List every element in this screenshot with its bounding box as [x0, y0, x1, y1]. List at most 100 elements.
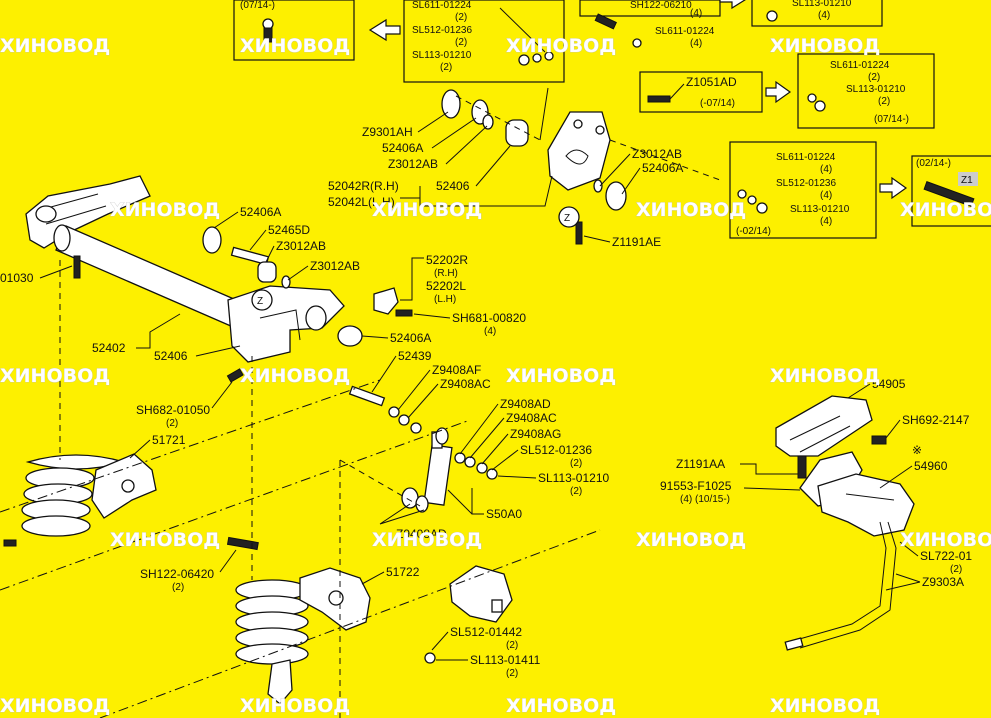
- axle-beam-52402[interactable]: Z: [25, 175, 345, 363]
- label-sl113-01411: SL113-01411: [470, 653, 541, 667]
- watermark: ХИНОВОД: [506, 35, 616, 57]
- watermark: ХИНОВОД: [636, 199, 746, 221]
- label-52042l: 52042L(L.H): [328, 195, 395, 209]
- box-top-far-right[interactable]: SL113-01210 (4): [751, 0, 883, 27]
- label-z1191aa: Z1191AA: [676, 457, 725, 471]
- watermark: ХИНОВОД: [372, 199, 482, 221]
- bushing-set-left[interactable]: [202, 226, 363, 347]
- box-text: SH122-06210: [630, 0, 692, 11]
- box-text: Z1051AD: [686, 75, 737, 89]
- watermark: ХИНОВОД: [240, 35, 350, 57]
- label-sh682-01050: SH682-01050: [136, 403, 210, 417]
- box-text: SL113-01210: [412, 50, 472, 61]
- watermark: ХИНОВОД: [506, 365, 616, 387]
- box-text: (4): [820, 190, 832, 201]
- label-52439: 52439: [398, 349, 432, 363]
- watermark: ХИНОВОД: [0, 695, 110, 717]
- watermark: ХИНОВОД: [506, 695, 616, 717]
- label-z9408ac: Z9408AC: [506, 411, 557, 425]
- label-54960-mark: ※: [912, 443, 922, 457]
- box-right-mid[interactable]: SL611-01224 (2) SL113-01210 (2) (07/14-): [797, 53, 935, 129]
- label-sh122-06420: SH122-06420: [140, 567, 214, 581]
- label-sl512-01442: SL512-01442: [450, 625, 522, 639]
- watermark: ХИНОВОД: [372, 529, 482, 551]
- label-z1191ae: Z1191AE: [612, 235, 661, 249]
- label-52202l: 52202L: [426, 279, 466, 293]
- label-52465d: 52465D: [268, 223, 310, 237]
- label-sl512-01442-qty: (2): [506, 640, 518, 651]
- label-z9408af: Z9408AF: [432, 363, 481, 377]
- box-text: (4): [820, 164, 832, 175]
- label-sh682-01050-qty: (2): [166, 418, 178, 429]
- label-52406a: 52406A: [240, 205, 281, 219]
- label-52042r: 52042R(R.H): [328, 179, 399, 193]
- box-text: (4): [820, 216, 832, 227]
- watermark: ХИНОВОД: [770, 695, 880, 717]
- watermark: ХИНОВОД: [900, 199, 991, 221]
- watermark: ХИНОВОД: [770, 35, 880, 57]
- box-text: SL512-01236: [412, 25, 472, 36]
- arrow-right-icon: [719, 0, 746, 10]
- svg-text:Z: Z: [257, 296, 263, 307]
- watermark: ХИНОВОД: [0, 365, 110, 387]
- box-top-center[interactable]: SL611-01224 (2) SL512-01236 (2) SL113-01…: [403, 0, 565, 83]
- label-z3012ab: Z3012AB: [632, 147, 682, 161]
- watermark: ХИНОВОД: [770, 365, 880, 387]
- box-right-lower[interactable]: SL611-01224 (4) SL512-01236 (4) SL113-01…: [729, 141, 877, 239]
- stabilizer-assembly[interactable]: [775, 395, 915, 651]
- box-text: (2): [455, 37, 467, 48]
- box-text: SL512-01236: [776, 178, 836, 189]
- box-text: (02/14-): [916, 158, 951, 169]
- arrow-right-icon: [879, 176, 908, 200]
- label-sl512-01236-qty: (2): [570, 458, 582, 469]
- box-text: SL113-01210: [792, 0, 852, 9]
- box-text: SL611-01224: [830, 60, 890, 71]
- box-text: SL611-01224: [776, 152, 836, 163]
- label-52202r: 52202R: [426, 253, 468, 267]
- label-52202r-qty: (R.H): [434, 268, 458, 279]
- label-z3012ab: Z3012AB: [388, 157, 438, 171]
- box-text: (-02/14): [736, 226, 771, 237]
- watermark: ХИНОВОД: [240, 695, 350, 717]
- box-text: (2): [878, 96, 890, 107]
- bracket-51722[interactable]: [299, 567, 371, 631]
- box-top-right[interactable]: SH122-06210 (4): [579, 0, 721, 48]
- spring-left[interactable]: [21, 454, 127, 537]
- watermark: ХИНОВОД: [900, 529, 991, 551]
- watermark: ХИНОВОД: [110, 199, 220, 221]
- box-top-left[interactable]: (07/14-): [233, 0, 355, 61]
- bracket-51721[interactable]: [91, 453, 157, 519]
- label-52406a: 52406A: [382, 141, 423, 155]
- label-51721: 51721: [152, 433, 186, 447]
- label-z3012ab: Z3012AB: [276, 239, 326, 253]
- label-01030: 01030: [0, 271, 34, 285]
- label-91553-f1025: 91553-F1025: [660, 479, 732, 493]
- label-sl611-top: SL611-01224: [655, 26, 715, 37]
- arrow-left-icon: [368, 18, 401, 42]
- spring-right[interactable]: [235, 579, 309, 665]
- label-s50a0: S50A0: [486, 507, 522, 521]
- shock-absorber-s50a0[interactable]: [348, 385, 498, 513]
- box-z1051ad[interactable]: Z1051AD (-07/14): [639, 71, 763, 113]
- box-text: (2): [868, 72, 880, 83]
- label-52406a: 52406A: [390, 331, 431, 345]
- watermark: ХИНОВОД: [240, 365, 350, 387]
- bracket-52202[interactable]: [373, 287, 413, 317]
- label-z9408ad: Z9408AD: [396, 527, 447, 541]
- upper-mount-block[interactable]: [449, 565, 513, 623]
- label-51722: 51722: [386, 565, 420, 579]
- box-text: (4): [690, 8, 702, 19]
- label-54905: 54905: [872, 377, 906, 391]
- label-sl113-01210: SL113-01210: [538, 471, 610, 485]
- box-text: SL113-01210: [846, 84, 906, 95]
- label-sl722: SL722-01: [920, 549, 972, 563]
- label-z9301ah: Z9301AH: [362, 125, 413, 139]
- label-sh681-qty: (4): [484, 326, 496, 337]
- box-far-right[interactable]: (02/14-) Z1: [911, 155, 991, 227]
- partno-tag: [958, 172, 978, 186]
- label-54960: 54960: [914, 459, 948, 473]
- label-z9408ag: Z9408AG: [510, 427, 561, 441]
- label-z9303a: Z9303A: [922, 575, 964, 589]
- watermark-layer: ХИНОВОД ХИНОВОД ХИНОВОД ХИНОВОД ХИНОВОД …: [0, 35, 991, 718]
